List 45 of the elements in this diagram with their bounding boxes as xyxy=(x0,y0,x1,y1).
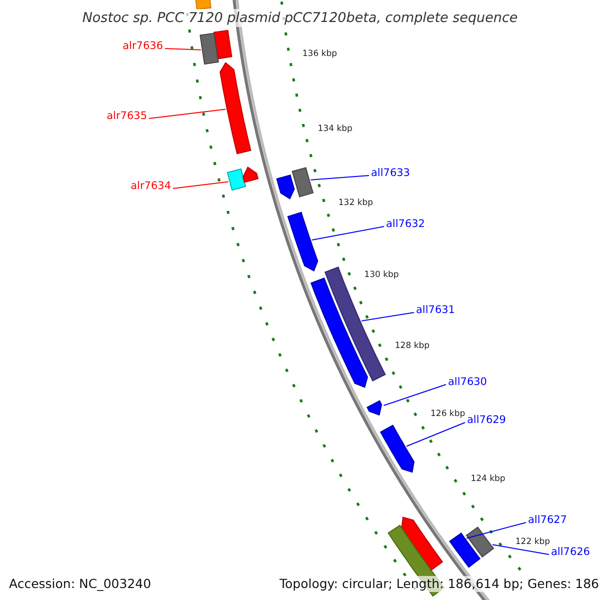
gene-block xyxy=(200,32,219,65)
leader-line xyxy=(406,422,466,447)
scale-label: 122 kbp xyxy=(515,536,550,548)
gene-feature xyxy=(242,166,259,183)
leader-line xyxy=(310,175,370,180)
gene-block xyxy=(292,167,314,198)
scale-label: 134 kbp xyxy=(318,124,352,135)
gene-feature xyxy=(310,277,368,388)
gene-label: all7629 xyxy=(467,414,506,427)
gene-label: all7626 xyxy=(551,546,590,559)
gene-block xyxy=(466,526,494,558)
leader-line xyxy=(172,181,229,189)
gene-feature xyxy=(287,212,318,272)
gene-block xyxy=(194,0,212,10)
gene-label: all7633 xyxy=(371,167,410,180)
gene-label: all7630 xyxy=(448,376,487,389)
scale-label: 128 kbp xyxy=(394,340,430,352)
gene-label: all7627 xyxy=(528,514,567,527)
leader-line xyxy=(164,48,202,50)
scale-label: 132 kbp xyxy=(338,198,374,209)
gene-label: alr7636 xyxy=(122,40,163,53)
gene-feature xyxy=(401,516,444,571)
gene-block xyxy=(213,30,232,60)
scale-label: 124 kbp xyxy=(470,474,506,486)
gene-label: all7631 xyxy=(416,304,455,317)
gene-block xyxy=(226,168,246,191)
gene-feature xyxy=(366,400,382,416)
leader-line xyxy=(361,312,414,322)
gene-feature xyxy=(380,424,415,473)
gene-label: alr7634 xyxy=(130,180,171,193)
gene-feature xyxy=(220,62,252,154)
scale-label: 136 kbp xyxy=(302,48,338,60)
leader-line xyxy=(466,522,526,539)
leader-line xyxy=(383,384,446,406)
leader-line xyxy=(492,544,550,555)
leader-line xyxy=(148,108,226,119)
gene-label: all7632 xyxy=(386,218,425,231)
scale-label: 130 kbp xyxy=(364,270,399,282)
gene-feature xyxy=(276,174,295,200)
footer-text: Topology: circular; Length: 186,614 bp; Genes: 186 xyxy=(280,576,599,592)
gene-block xyxy=(449,532,481,568)
scale-label: 126 kbp xyxy=(430,408,466,420)
leader-line xyxy=(311,226,384,240)
footer-text: Accession: NC_003240 xyxy=(9,576,152,592)
gene-label: alr7635 xyxy=(106,110,147,123)
